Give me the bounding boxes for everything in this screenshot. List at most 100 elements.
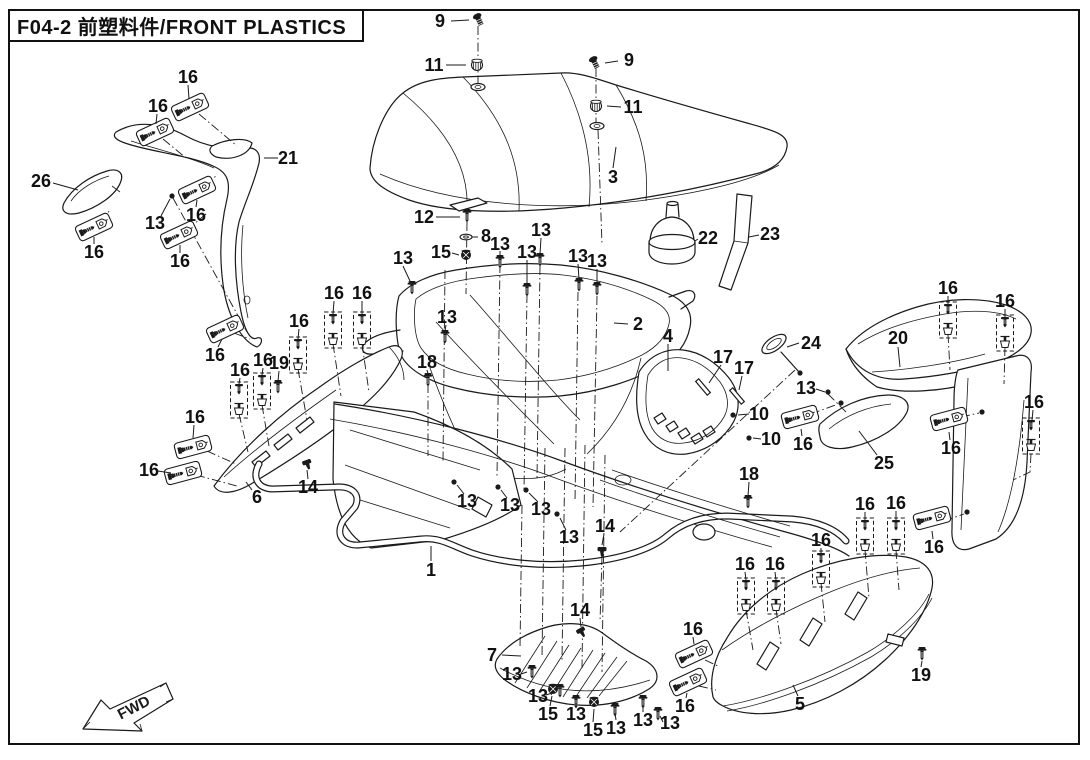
callout-label-10: 10 [749,404,769,424]
fastener-dot-icon [554,511,560,517]
part-22-cap [648,200,696,265]
callout-leader-line [606,105,622,108]
callout-label-19: 19 [911,665,931,685]
callout-label-18: 18 [739,464,759,484]
callout-label-17: 17 [734,358,754,378]
callout-label-8: 8 [481,226,491,246]
part-7-lower-grille [494,623,658,706]
callout-leader-line [579,617,582,628]
callout-leader-line [692,636,695,645]
callout-leader-line [685,692,688,699]
callout-leader-line [332,300,335,315]
part-25-fender-insert [818,394,909,450]
callout-label-16: 16 [941,438,961,458]
callout-leader-line [747,481,750,497]
fastener-dot-icon [838,400,844,406]
callout-label-13: 13 [528,686,548,706]
callout-label-14: 14 [595,516,615,536]
fastener-washer-icon [459,233,473,241]
fastener-screw-sm-icon [917,646,927,661]
fastener-dot-icon [495,484,501,490]
callout-leader-line [426,369,429,375]
part-24-latch [761,333,803,376]
callout-label-20: 20 [888,328,908,348]
fwd-arrow: FWD [82,682,174,732]
callout-label-13: 13 [500,495,520,515]
callout-leader-line [160,198,171,217]
fastener-clip-icon [597,547,607,557]
fastener-screw-clip-v-icon [855,517,875,555]
fastener-clip-icon [301,458,314,471]
fastener-screw-clip-v-icon [229,381,249,419]
callout-leader-line [774,571,777,581]
callout-label-16: 16 [186,205,206,225]
fastener-dot-icon [169,193,175,199]
fastener-dot-icon [979,409,985,415]
callout-label-19: 19 [269,353,289,373]
callout-leader-line [737,413,750,416]
callout-leader-line [708,364,722,384]
callout-label-13: 13 [531,220,551,240]
callout-leader-line [694,238,699,242]
callout-label-9: 9 [435,11,445,31]
callout-label-16: 16 [324,283,344,303]
callout-leader-line [52,182,79,191]
callout-label-16: 16 [352,283,372,303]
callout-leader-line [1031,409,1034,421]
fastener-screw-top-icon [471,11,486,28]
callout-label-13: 13 [502,664,522,684]
callout-label-13: 13 [566,704,586,724]
callout-leader-line [238,377,241,385]
callout-leader-line [155,113,158,125]
callout-label-23: 23 [760,224,780,244]
callout-leader-line [402,265,411,282]
callout-leader-line [539,237,542,255]
fastener-nut-dark-icon [460,249,472,261]
callout-label-16: 16 [683,619,703,639]
part-2-storage-box [361,197,696,480]
callout-label-16: 16 [995,291,1015,311]
callout-leader-line [604,60,619,64]
callout-label-13: 13 [559,527,579,547]
callout-label-14: 14 [298,477,318,497]
fastener-well-nut-icon [589,99,603,113]
fastener-screw-clip-v-icon [288,336,308,374]
callout-label-16: 16 [205,345,225,365]
callout-label-16: 16 [811,530,831,550]
callout-label-16: 16 [924,537,944,557]
callout-label-13: 13 [457,491,477,511]
callout-leader-line [897,346,901,368]
callout-label-16: 16 [1024,392,1044,412]
callout-leader-line [157,470,172,474]
callout-leader-line [577,263,580,280]
fastener-nut-dark-icon [588,696,600,708]
callout-label-16: 16 [735,554,755,574]
page-title: F04-2 前塑料件/FRONT PLASTICS [17,17,347,39]
page-border [8,9,1080,745]
callout-leader-line [277,370,280,382]
fastener-screw-clip-h-icon [169,91,211,123]
callout-leader-line [614,712,617,721]
callout-leader-line [549,695,553,707]
callout-leader-line [601,533,605,546]
fastener-dot-icon [825,389,831,395]
assembly-centerlines [100,26,1032,691]
callout-leader-line [786,342,800,348]
callout-leader-line [931,530,934,540]
callout-label-16: 16 [289,311,309,331]
fastener-screw-sm-icon [743,494,753,509]
callout-label-11: 11 [623,97,642,117]
callout-label-6: 6 [252,487,262,507]
callout-leader-line [450,19,470,22]
callout-label-1: 1 [426,560,436,580]
part-23-strip [718,193,753,291]
callout-leader-line [501,654,522,657]
callout-leader-line [500,489,508,499]
part-5-lower-right-panel [711,554,934,715]
fastener-screw-top-icon [587,54,602,71]
callout-leader-line [559,517,567,531]
callout-label-16: 16 [793,434,813,454]
fastener-screw-clip-h-icon [779,404,821,430]
callout-label-26: 26 [31,171,51,191]
